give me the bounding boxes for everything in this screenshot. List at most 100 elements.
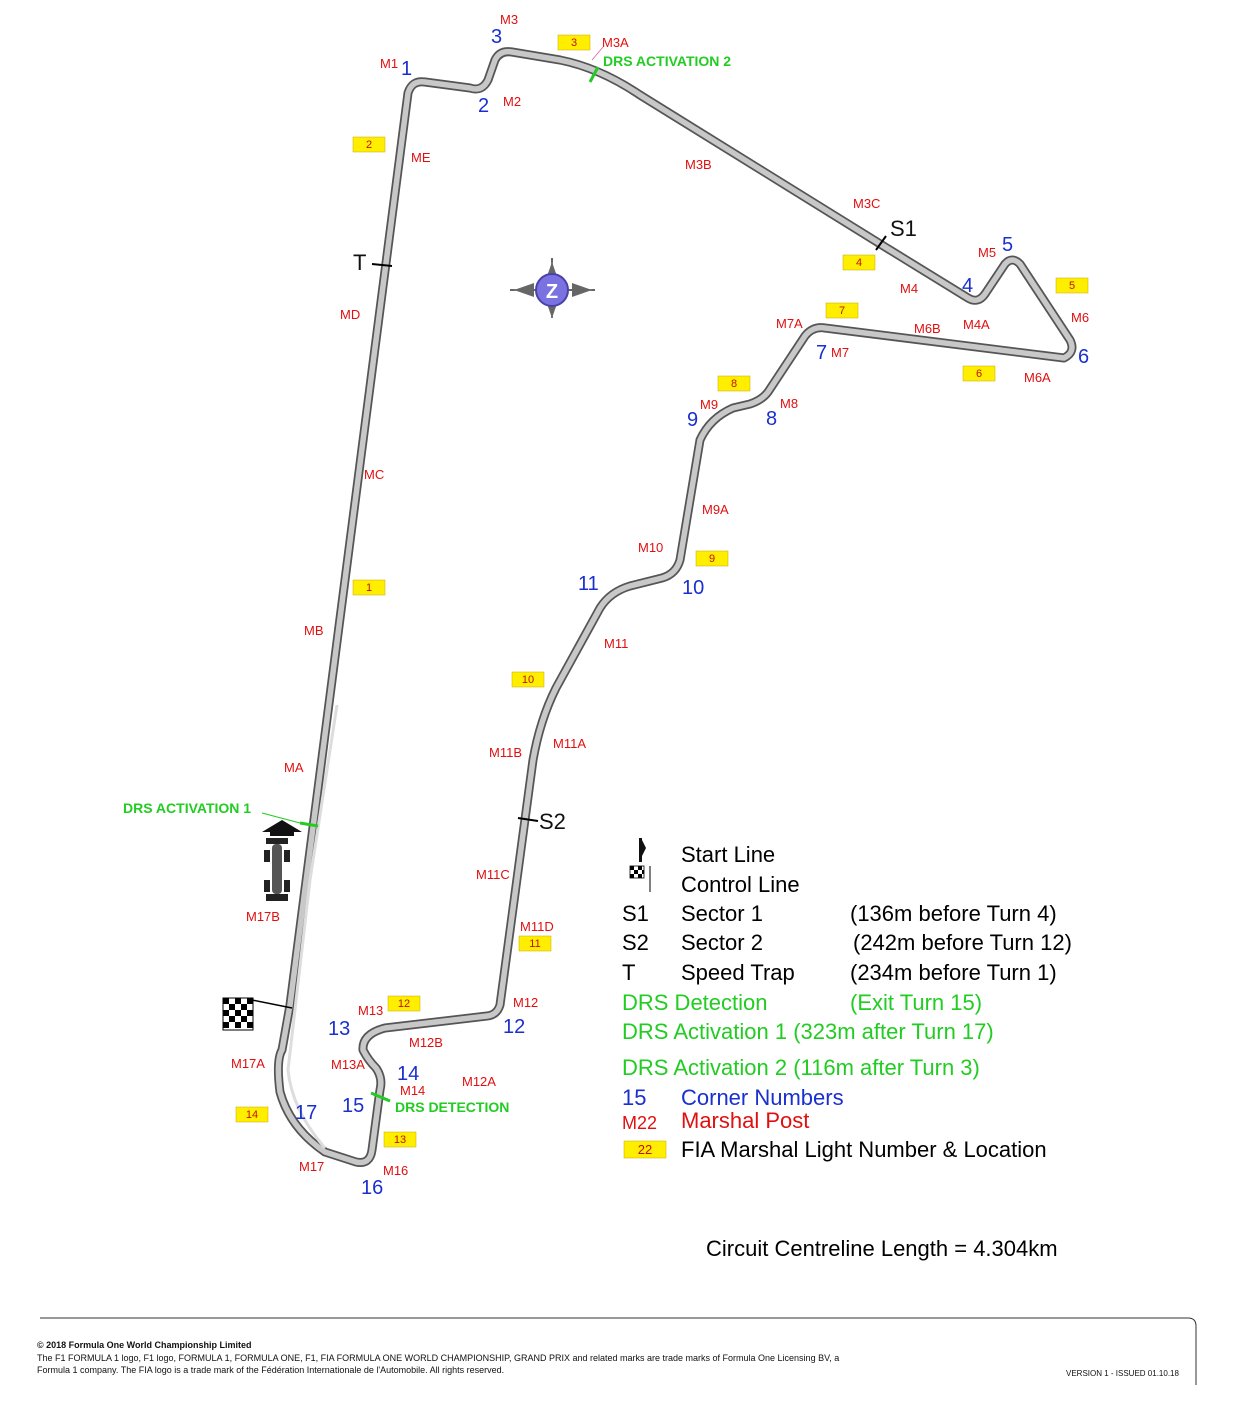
drs-activation-1-leader [261,812,301,824]
drs-detection-label: DRS DETECTION [395,1099,509,1115]
marshal-m12: M12 [513,995,538,1010]
marshal-m11a: M11A [553,736,586,751]
light-8: 8 [717,375,751,392]
marshal-m3b: M3B [685,157,712,172]
marshal-m3: M3 [500,12,518,27]
circuit-length: Circuit Centreline Length = 4.304km [706,1236,1058,1261]
light-1: 1 [352,579,386,596]
corner-8: 8 [766,408,777,430]
legend-control-line-icon [629,865,651,892]
drs-activation-2-marker [588,66,600,83]
marshal-m11d: M11D [520,919,554,934]
s1-marker [875,235,887,251]
marshal-m3a: M3A [602,35,629,50]
corner-3: 3 [491,26,502,48]
s1-label: S1 [890,216,917,241]
marshal-m12b: M12B [409,1035,443,1050]
svg-text:2: 2 [366,139,372,151]
light-12: 12 [387,995,421,1012]
light-5: 5 [1055,277,1089,294]
corner-7: 7 [816,342,827,364]
marshal-m8: M8 [780,396,798,411]
legend-light-key: 22 [637,1142,653,1157]
marshal-ma: MA [284,760,304,775]
legend-start-line-icon [639,838,646,862]
marshal-m7a: M7A [776,316,803,331]
marshal-mb: MB [304,623,324,638]
svg-text:10: 10 [522,674,534,686]
corner-1: 1 [401,58,412,80]
marshal-m2: M2 [503,94,521,109]
drs-activation-1-label: DRS ACTIVATION 1 [123,800,251,816]
svg-text:11: 11 [529,938,540,950]
marshal-m16: M16 [383,1163,408,1178]
drs-activation-2-label: DRS ACTIVATION 2 [603,53,731,69]
svg-text:8: 8 [731,378,737,390]
marshal-m12a: M12A [462,1074,496,1089]
marshal-m10: M10 [638,540,663,555]
corner-11: 11 [578,573,599,595]
marshal-m1: M1 [380,56,398,71]
marshal-me: ME [411,150,431,165]
legend-s1-key: S1 [622,901,649,926]
svg-text:9: 9 [709,553,715,565]
svg-text:12: 12 [398,998,410,1010]
legend-s2-name: Sector 2 [681,930,763,955]
light-2: 2 [352,136,386,153]
control-line-flag-icon [222,997,293,1031]
corner-12: 12 [503,1016,525,1038]
legend-drs-activation-1: DRS Activation 1 (323m after Turn 17) [622,1019,994,1044]
light-4: 4 [842,254,876,271]
marshal-m11: M11 [604,636,628,651]
marshal-m9a: M9A [702,502,729,517]
corner-16: 16 [361,1177,383,1199]
marshal-lights: 1 2 3 4 5 6 7 8 9 10 11 12 13 14 [235,34,1089,1148]
legend-light-desc: FIA Marshal Light Number & Location [681,1137,1047,1162]
marshal-m17b: M17B [246,909,280,924]
marshal-m13: M13 [358,1003,383,1018]
corner-numbers: 1 2 3 4 5 6 7 8 9 10 11 12 13 14 15 16 1… [295,26,1089,1199]
svg-text:5: 5 [1069,280,1075,292]
marshal-m17a: M17A [231,1056,265,1071]
corner-6: 6 [1078,346,1089,368]
svg-text:14: 14 [246,1109,258,1121]
compass-n-icon: Z [510,258,595,318]
track [273,47,1077,1167]
speed-trap-label: T [353,250,366,275]
marshal-m17: M17 [299,1159,324,1174]
marshal-m6b: M6B [914,321,941,336]
legend-marshal-key: M22 [622,1113,658,1133]
light-9: 9 [695,550,729,567]
light-6: 6 [962,365,996,382]
footer-trademark-line-1: The F1 FORMULA 1 logo, F1 logo, FORMULA … [37,1353,840,1363]
legend-s2-key: S2 [622,930,649,955]
legend-t-key: T [622,960,636,985]
corner-13: 13 [328,1018,350,1040]
svg-text:Z: Z [546,281,558,303]
svg-text:4: 4 [856,257,862,269]
marshal-m7: M7 [831,345,849,360]
corner-9: 9 [687,409,698,431]
legend-start-line: Start Line [681,842,776,867]
svg-text:6: 6 [976,368,982,380]
start-line-icon [262,820,302,836]
marshal-md: MD [340,307,360,322]
svg-text:3: 3 [571,37,577,49]
footer-copyright: © 2018 Formula One World Championship Li… [37,1340,252,1350]
legend-corner-desc: Corner Numbers [681,1085,844,1110]
light-7: 7 [825,302,859,319]
marshal-m5: M5 [978,245,996,260]
svg-text:13: 13 [394,1134,406,1146]
corner-14: 14 [397,1063,419,1085]
corner-17: 17 [295,1102,317,1124]
marshal-m6: M6 [1071,310,1089,325]
legend-corner-key: 15 [622,1085,647,1110]
legend-drs-activation-2: DRS Activation 2 (116m after Turn 3) [622,1055,980,1080]
corner-4: 4 [962,275,973,297]
footer-trademark-line-2: Formula 1 company. The FIA logo is a tra… [37,1365,505,1375]
legend-t-name: Speed Trap [681,960,795,985]
marshal-m4: M4 [900,281,918,296]
svg-text:1: 1 [366,582,372,594]
drs-activation-1-marker [299,821,319,828]
